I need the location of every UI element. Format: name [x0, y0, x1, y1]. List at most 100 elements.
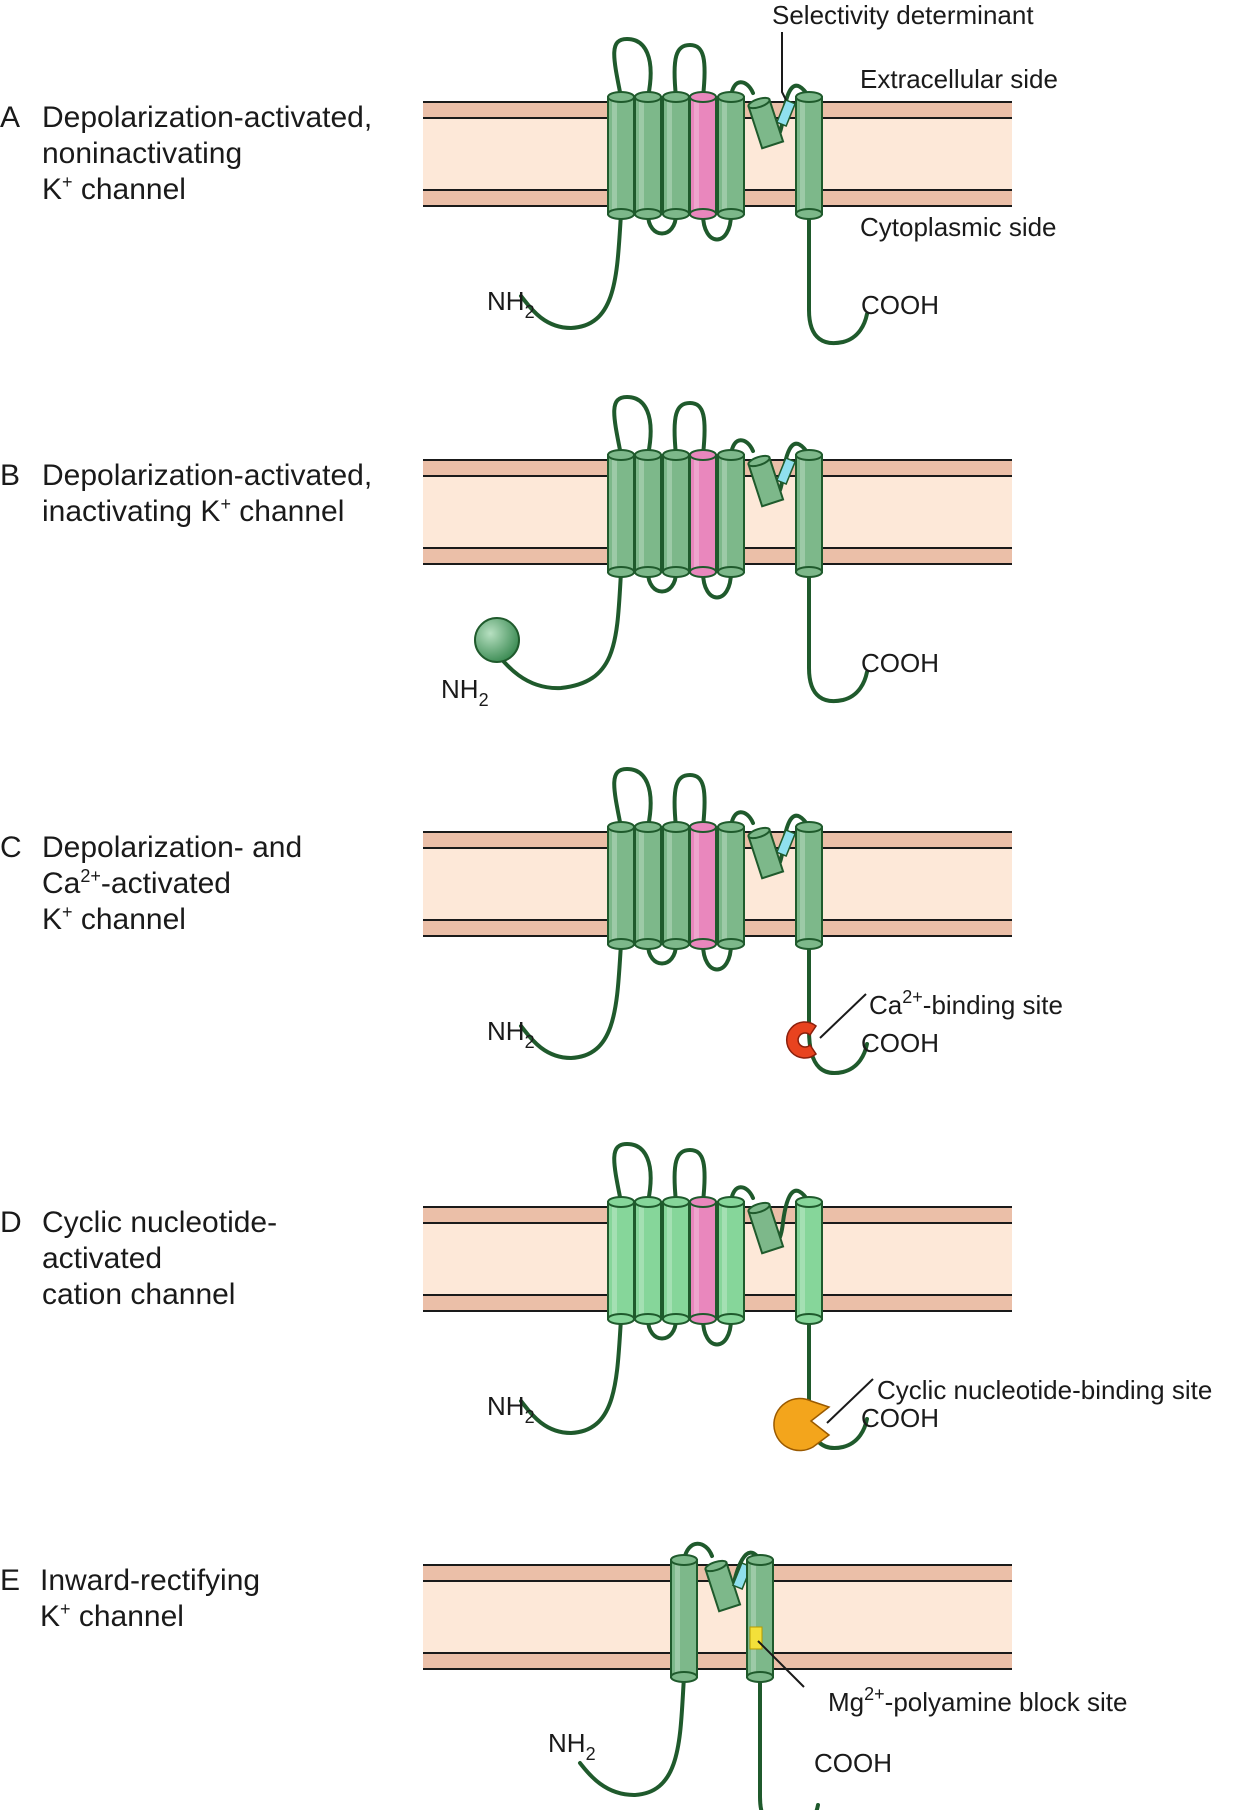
helix-bottom-cap — [689, 938, 717, 950]
c-terminus-label: COOH — [861, 648, 939, 678]
text-part: K — [42, 903, 62, 936]
pore-helix — [747, 1201, 785, 1255]
superscript: 2+ — [902, 987, 923, 1007]
s1-helix — [607, 449, 635, 578]
helix-body — [689, 96, 717, 215]
pore-helix — [747, 826, 785, 880]
s3-helix — [662, 1196, 690, 1325]
text-part: noninactivating — [42, 137, 242, 170]
helix-bottom-cap — [634, 566, 662, 578]
panel-title-line: Cyclic nucleotide- — [42, 1206, 277, 1239]
text-part: COOH — [814, 1748, 892, 1778]
helix-highlight — [800, 457, 805, 570]
text-part: channel — [73, 173, 186, 206]
s4-voltage-sensor-helix — [689, 821, 717, 950]
leader-line — [826, 1378, 874, 1424]
pore-helix-cap — [747, 1201, 771, 1215]
extracellular-side-label: Extracellular side — [860, 64, 1058, 94]
helix-highlight — [639, 99, 644, 212]
text-part: inactivating K — [42, 495, 220, 528]
text-part: Selectivity determinant — [772, 0, 1034, 30]
subscript: 2 — [586, 1744, 596, 1764]
helix-highlight — [722, 1204, 727, 1317]
helix-body — [689, 1201, 717, 1320]
s5-helix — [717, 1196, 745, 1325]
selectivity-filter — [775, 99, 797, 127]
helix-top-cap — [717, 91, 745, 103]
helix-body — [689, 826, 717, 945]
subscript: 2 — [479, 690, 489, 710]
helix-highlight — [800, 99, 805, 212]
helix-top-cap — [607, 449, 635, 461]
extracellular-loop — [612, 1142, 653, 1204]
s2-helix — [634, 91, 662, 220]
n-terminal-tail — [489, 570, 623, 691]
helix-bottom-cap — [795, 208, 823, 220]
pore-helix-cap — [704, 1559, 728, 1573]
intracellular-loop — [701, 942, 733, 972]
s1-helix — [607, 1196, 635, 1325]
calcium-binding-site — [786, 1021, 818, 1059]
text-part: Cyclic nucleotide-binding site — [877, 1375, 1212, 1405]
text-part: Extracellular side — [860, 64, 1058, 94]
selectivity-filter — [775, 457, 797, 485]
panel-title-line: Depolarization-activated, — [42, 459, 372, 492]
helix-body — [662, 96, 690, 215]
text-part: -activated — [101, 867, 231, 900]
helix-top-cap — [746, 1554, 774, 1566]
text-part: NH — [487, 286, 525, 316]
helix-body — [670, 1559, 698, 1678]
text-part: Depolarization-activated, — [42, 101, 372, 134]
text-part: A — [0, 101, 20, 134]
helix-bottom-cap — [607, 566, 635, 578]
helix-top-cap — [795, 91, 823, 103]
helix-bottom-cap — [717, 566, 745, 578]
m2-helix — [746, 1554, 774, 1683]
helix-highlight — [667, 99, 672, 212]
helix-body — [634, 1201, 662, 1320]
subscript: 2 — [525, 1407, 535, 1427]
text-part: B — [0, 459, 20, 492]
panel-title-line: Inward-rectifying — [40, 1564, 260, 1597]
binding-site-label: Mg2+-polyamine block site — [828, 1684, 1127, 1717]
helix-top-cap — [795, 449, 823, 461]
helix-highlight — [800, 829, 805, 942]
panel-title-line: Depolarization- and — [42, 831, 302, 864]
c-terminal-tail — [758, 1675, 820, 1810]
text-part: D — [0, 1206, 22, 1239]
s2-helix — [634, 821, 662, 950]
text-part: E — [0, 1564, 20, 1597]
c-terminal-tail — [807, 570, 869, 704]
helix-bottom-cap — [795, 566, 823, 578]
helix-highlight — [612, 457, 617, 570]
s3-helix — [662, 821, 690, 950]
s1-helix — [607, 91, 635, 220]
text-part: channel — [231, 495, 344, 528]
panel-title-line: K+ channel — [42, 902, 186, 936]
s2-helix — [634, 449, 662, 578]
helix-body — [634, 826, 662, 945]
panel-title-line: Depolarization-activated, — [42, 101, 372, 134]
superscript: + — [62, 172, 73, 192]
helix-bottom-cap — [662, 566, 690, 578]
helix-highlight — [694, 457, 699, 570]
helix-highlight — [667, 1204, 672, 1317]
extracellular-loop — [612, 395, 653, 457]
membrane-inner-leaflet — [423, 1653, 1012, 1669]
helix-body — [607, 454, 635, 573]
helix-highlight — [722, 99, 727, 212]
panel-letter: A — [0, 101, 20, 134]
helix-highlight — [639, 457, 644, 570]
pore-helix — [747, 454, 785, 508]
text-part: NH — [487, 1391, 525, 1421]
helix-top-cap — [634, 1196, 662, 1208]
intracellular-loop — [701, 212, 733, 242]
leader-line — [819, 993, 867, 1039]
helix-top-cap — [607, 91, 635, 103]
selectivity-determinant-label: Selectivity determinant — [772, 0, 1034, 30]
helix-bottom-cap — [607, 208, 635, 220]
intracellular-loop — [646, 212, 678, 236]
